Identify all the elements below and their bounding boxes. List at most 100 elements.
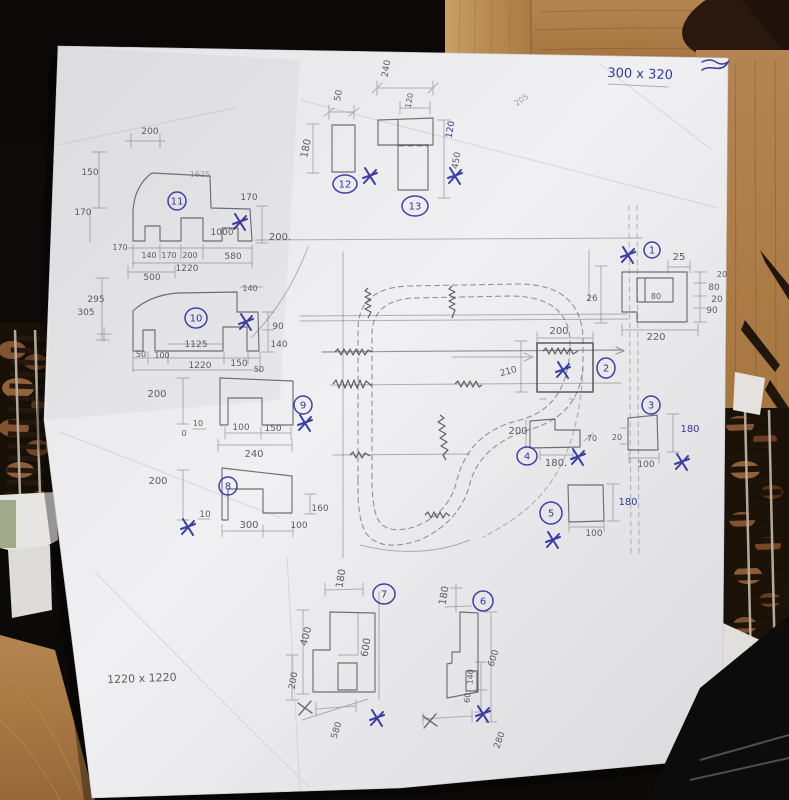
dim-label: 580 [224, 252, 241, 262]
part-number-badge: 11 [167, 191, 187, 211]
inner-loop [371, 295, 571, 531]
dim-label: 50 [136, 350, 146, 359]
dim-label: 1625 [190, 170, 210, 179]
dim-label: 170 [112, 243, 127, 252]
dim-label: 100 [290, 521, 307, 531]
dim-label: 180 [618, 497, 637, 508]
dim-label: 180. [545, 458, 567, 469]
x-mark-icon [620, 246, 636, 264]
part-number: 11 [171, 197, 184, 208]
railway-track-left [0, 322, 62, 618]
dim-label: 1220 [189, 361, 212, 371]
pencil-x-mark [422, 713, 438, 729]
dim-label: 450 [451, 151, 464, 170]
paper [43, 45, 729, 799]
dim-label: 80 [708, 283, 720, 293]
dim-label: 200 [141, 127, 158, 137]
x-mark-icon [297, 414, 313, 432]
dim-label: 170 [240, 193, 257, 203]
part-number-badge: 4 [516, 446, 538, 466]
dim-label: 70 [587, 434, 597, 443]
part-number: 5 [548, 509, 554, 520]
dim-label: 100 [637, 460, 654, 470]
dim-label: 180 [299, 138, 314, 159]
dim-label: 20 [717, 270, 727, 279]
part-6-drawing: 180 600 140 60 280 6 [422, 583, 508, 750]
dim-label: 200 [182, 251, 197, 260]
foam-piece [733, 372, 765, 415]
x-mark-icon [555, 361, 571, 379]
paper-creases [56, 63, 719, 791]
x-mark-icon [447, 167, 463, 185]
dim-label: 240 [381, 59, 394, 78]
part-7-drawing: 180 400 600 200 580 7 [285, 568, 396, 740]
part-number-badge: 3 [641, 395, 661, 415]
x-mark-icon [238, 313, 254, 331]
dim-label: 400 [299, 626, 315, 647]
part-number-badge: 9 [293, 395, 313, 415]
dim-label: 120 [404, 92, 416, 109]
base-size-note: 1220 x 1220 [107, 671, 177, 686]
dim-label: 160 [311, 504, 328, 514]
dim-label: 0 [181, 429, 186, 438]
wood-gaps [741, 250, 789, 425]
part-number: 3 [648, 401, 654, 412]
plus-mark [96, 326, 112, 342]
part-number: 9 [300, 401, 306, 412]
dim-label: 100 [154, 351, 169, 360]
dim-label: 150 [230, 359, 247, 369]
part-number: 12 [339, 180, 352, 191]
pen-scribble-icon [701, 59, 730, 71]
part-number-badge: 7 [372, 583, 396, 605]
pencil-x-mark [297, 700, 313, 716]
dim-label: 240 [244, 449, 263, 460]
part-number-badge: 6 [472, 590, 494, 612]
dim-label: 180 [334, 568, 348, 589]
part-number-badge: 8 [218, 476, 238, 496]
x-mark-icon [674, 453, 690, 471]
part-9-drawing: 200 10 0 100 150 240 9 [147, 377, 313, 460]
x-mark-icon [180, 518, 196, 536]
dim-label: 200 [549, 326, 568, 337]
part-4-drawing: 200 70 180. 4 [508, 418, 597, 469]
dim-label: 140 [141, 251, 156, 260]
part-number: 10 [190, 314, 203, 325]
dim-label: 120 [445, 120, 458, 139]
part-number: 1 [649, 246, 655, 257]
wood-corner-bottom-left [0, 635, 95, 800]
dim-label: 600 [359, 637, 373, 658]
dim-label: 200. [269, 232, 291, 243]
board-size-note: 300 x 320 [607, 66, 673, 83]
dim-label: 10 [193, 419, 203, 428]
part-number: 13 [409, 202, 422, 213]
scribble-marks [332, 285, 579, 519]
dim-label: 90 [706, 306, 718, 316]
dim-label: 1000 [211, 228, 234, 238]
part-12-drawing: 50 180 12 [299, 89, 378, 194]
part-number-badge: 10 [184, 307, 208, 329]
part-number-badge: 2 [596, 357, 616, 379]
part-number-badge: 5 [539, 501, 563, 525]
dim-label: 20 [612, 433, 622, 442]
dim-label: 25 [673, 252, 686, 263]
dim-label: 200 [288, 671, 301, 690]
part-10-drawing: 295 305 140 1125 90 140 50 100 1220 150 … [77, 277, 288, 374]
part-3-drawing: 20 180 100 3 [612, 395, 700, 471]
dim-label: 1220 [176, 264, 199, 274]
part-number: 7 [381, 590, 387, 601]
part-2-drawing: 200 210 2 [451, 326, 616, 400]
dim-label: 150 [264, 424, 281, 434]
dim-label: 140 [242, 284, 257, 293]
rails-right [743, 409, 777, 663]
dim-label: 295 [87, 295, 104, 305]
dim-label: 140 [270, 340, 287, 350]
dim-label: 170 [161, 251, 176, 260]
green-foam [0, 500, 16, 548]
part-8-drawing: 200 10 300 100 160 8 [148, 467, 329, 538]
dim-label: 210 [499, 365, 518, 379]
dim-label: 90 [272, 322, 284, 332]
part-number: 4 [524, 452, 530, 463]
dim-label: 100 [232, 423, 249, 433]
